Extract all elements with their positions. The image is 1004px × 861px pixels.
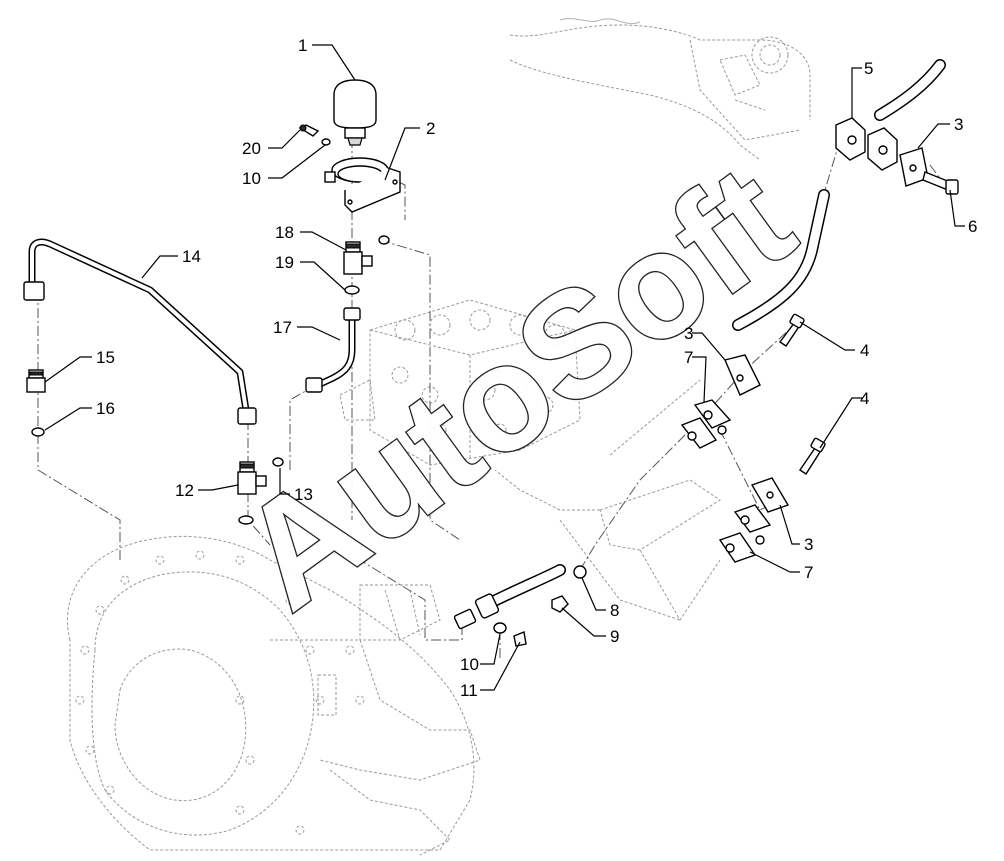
callout-16: 16: [96, 399, 115, 418]
callout-2: 2: [426, 119, 435, 138]
upper-clamp-set: [835, 117, 959, 195]
callout-17: 17: [273, 318, 292, 337]
frame-outline: [509, 18, 811, 161]
adapter-15: [26, 369, 46, 437]
upper-hose: [732, 59, 946, 331]
accumulator: [333, 79, 377, 146]
callout-14: 14: [182, 247, 201, 266]
control-valve-block-outline: [339, 299, 581, 466]
callout-15: 15: [96, 348, 115, 367]
lower-hose: [453, 564, 566, 630]
callout-3-middle: 3: [684, 324, 693, 343]
callout-20: 20: [242, 139, 261, 158]
callout-9: 9: [610, 627, 619, 646]
callout-7-lower: 7: [804, 563, 813, 582]
callout-labels: 1 2 20 10 18 19 17 14 15 16 12 13 5 3 6 …: [96, 36, 977, 700]
callout-10-lower: 10: [460, 655, 479, 674]
callout-3-lower: 3: [804, 535, 813, 554]
callout-5: 5: [864, 59, 873, 78]
callout-11: 11: [460, 681, 478, 700]
tee-fitting-lower: [237, 457, 284, 525]
callout-10-upper: 10: [242, 169, 261, 188]
bracket-outline: [494, 379, 721, 621]
callout-3-top: 3: [954, 115, 963, 134]
lower-fasteners: [493, 565, 587, 647]
callout-6: 6: [968, 217, 977, 236]
tee-fitting-upper: [343, 235, 390, 295]
pipe-17: [305, 307, 361, 393]
axle-housing-outline: [66, 535, 481, 856]
callout-12: 12: [175, 481, 194, 500]
pipe-14: [23, 238, 257, 425]
callout-1: 1: [298, 36, 307, 55]
callout-13: 13: [294, 485, 313, 504]
callout-4-upper: 4: [860, 341, 869, 360]
callout-7-middle: 7: [684, 348, 693, 367]
screw-and-washer: [298, 124, 331, 146]
leader-lines: [44, 44, 965, 691]
callout-4-lower: 4: [860, 389, 869, 408]
callout-18: 18: [275, 223, 294, 242]
callout-19: 19: [275, 253, 294, 272]
callout-8: 8: [610, 601, 619, 620]
accumulator-clamp: [324, 157, 401, 213]
